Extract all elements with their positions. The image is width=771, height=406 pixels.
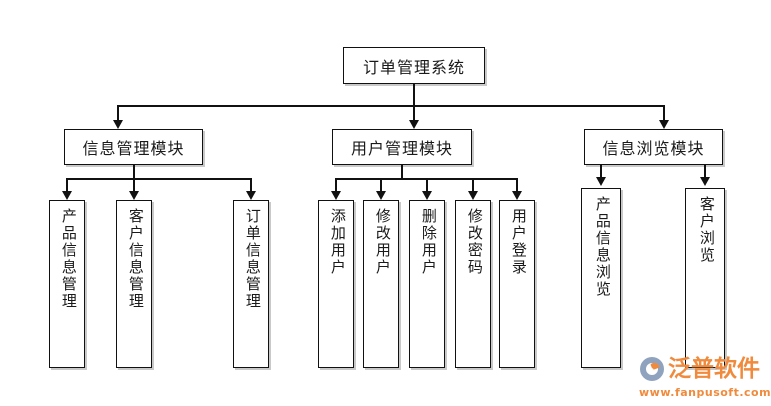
connector-level1-bus [117,105,665,107]
node-leaf-4-label: 修改用户 [373,208,390,276]
node-leaf-product-info-management[interactable]: 产品信息管理 [49,200,85,368]
connector-module-1-child-3 [472,178,474,193]
node-leaf-customer-info-management[interactable]: 客户信息管理 [116,200,152,368]
connector-module-0-child-0 [66,178,68,193]
connector-module-1-stem [401,165,403,178]
arrowhead-module-1 [409,120,419,129]
connector-module-0-child-2 [250,178,252,193]
arrowhead-leaf-3 [331,191,341,200]
connector-module-1-child-0 [335,178,337,193]
arrowhead-leaf-7 [512,191,522,200]
connector-module-1-child-4 [516,178,518,193]
node-leaf-2-label: 订单信息管理 [243,208,260,310]
arrowhead-leaf-8 [596,177,606,186]
node-module-0-label: 信息管理模块 [82,141,185,158]
arrowhead-module-2 [659,120,669,129]
arrowhead-leaf-0 [62,191,72,200]
fanpusoft-logo-icon [640,357,664,381]
connector-module-1-child-1 [380,178,382,193]
node-leaf-7-label: 用户登录 [509,208,526,276]
connector-root-to-module-0 [117,105,119,122]
node-module-1-label: 用户管理模块 [350,141,453,158]
node-leaf-5-label: 删除用户 [419,208,436,276]
connector-root-to-module-1 [413,105,415,122]
node-leaf-add-user[interactable]: 添加用户 [318,200,354,368]
arrowhead-leaf-1 [129,191,139,200]
connector-module-0-bus [66,178,252,180]
arrowhead-leaf-4 [376,191,386,200]
node-leaf-3-label: 添加用户 [328,208,345,276]
node-leaf-customer-browse[interactable]: 客户浏览 [685,188,725,368]
connector-module-2-child-1 [704,165,706,179]
node-leaf-change-password[interactable]: 修改密码 [455,200,491,368]
arrowhead-leaf-2 [246,191,256,200]
node-leaf-delete-user[interactable]: 删除用户 [409,200,445,368]
node-module-info-management[interactable]: 信息管理模块 [64,129,203,165]
node-root-label: 订单管理系统 [362,59,465,77]
node-root[interactable]: 订单管理系统 [343,47,485,84]
node-leaf-product-info-browse[interactable]: 产品信息浏览 [581,188,621,368]
node-leaf-modify-user[interactable]: 修改用户 [363,200,399,368]
connector-module-0-child-1 [133,178,135,193]
connector-module-0-stem [133,165,135,178]
watermark-url-text: www.fanpusoft.com [639,386,771,399]
arrowhead-module-0 [113,120,123,129]
arrowhead-leaf-9 [700,177,710,186]
arrowhead-leaf-6 [468,191,478,200]
connector-root-stem [413,84,415,105]
node-module-2-label: 信息浏览模块 [602,141,705,158]
node-leaf-9-label: 客户浏览 [697,196,714,264]
connector-module-2-child-0 [600,165,602,179]
node-leaf-1-label: 客户信息管理 [126,208,143,310]
connector-module-1-child-2 [426,178,428,193]
arrowhead-leaf-5 [422,191,432,200]
node-leaf-0-label: 产品信息管理 [59,208,76,310]
node-module-user-management[interactable]: 用户管理模块 [332,129,472,165]
node-leaf-user-login[interactable]: 用户登录 [499,200,535,368]
connector-root-to-module-2 [663,105,665,122]
node-leaf-8-label: 产品信息浏览 [593,196,610,298]
node-leaf-order-info-management[interactable]: 订单信息管理 [233,200,269,368]
node-leaf-6-label: 修改密码 [465,208,482,276]
node-module-info-browse[interactable]: 信息浏览模块 [584,129,723,165]
